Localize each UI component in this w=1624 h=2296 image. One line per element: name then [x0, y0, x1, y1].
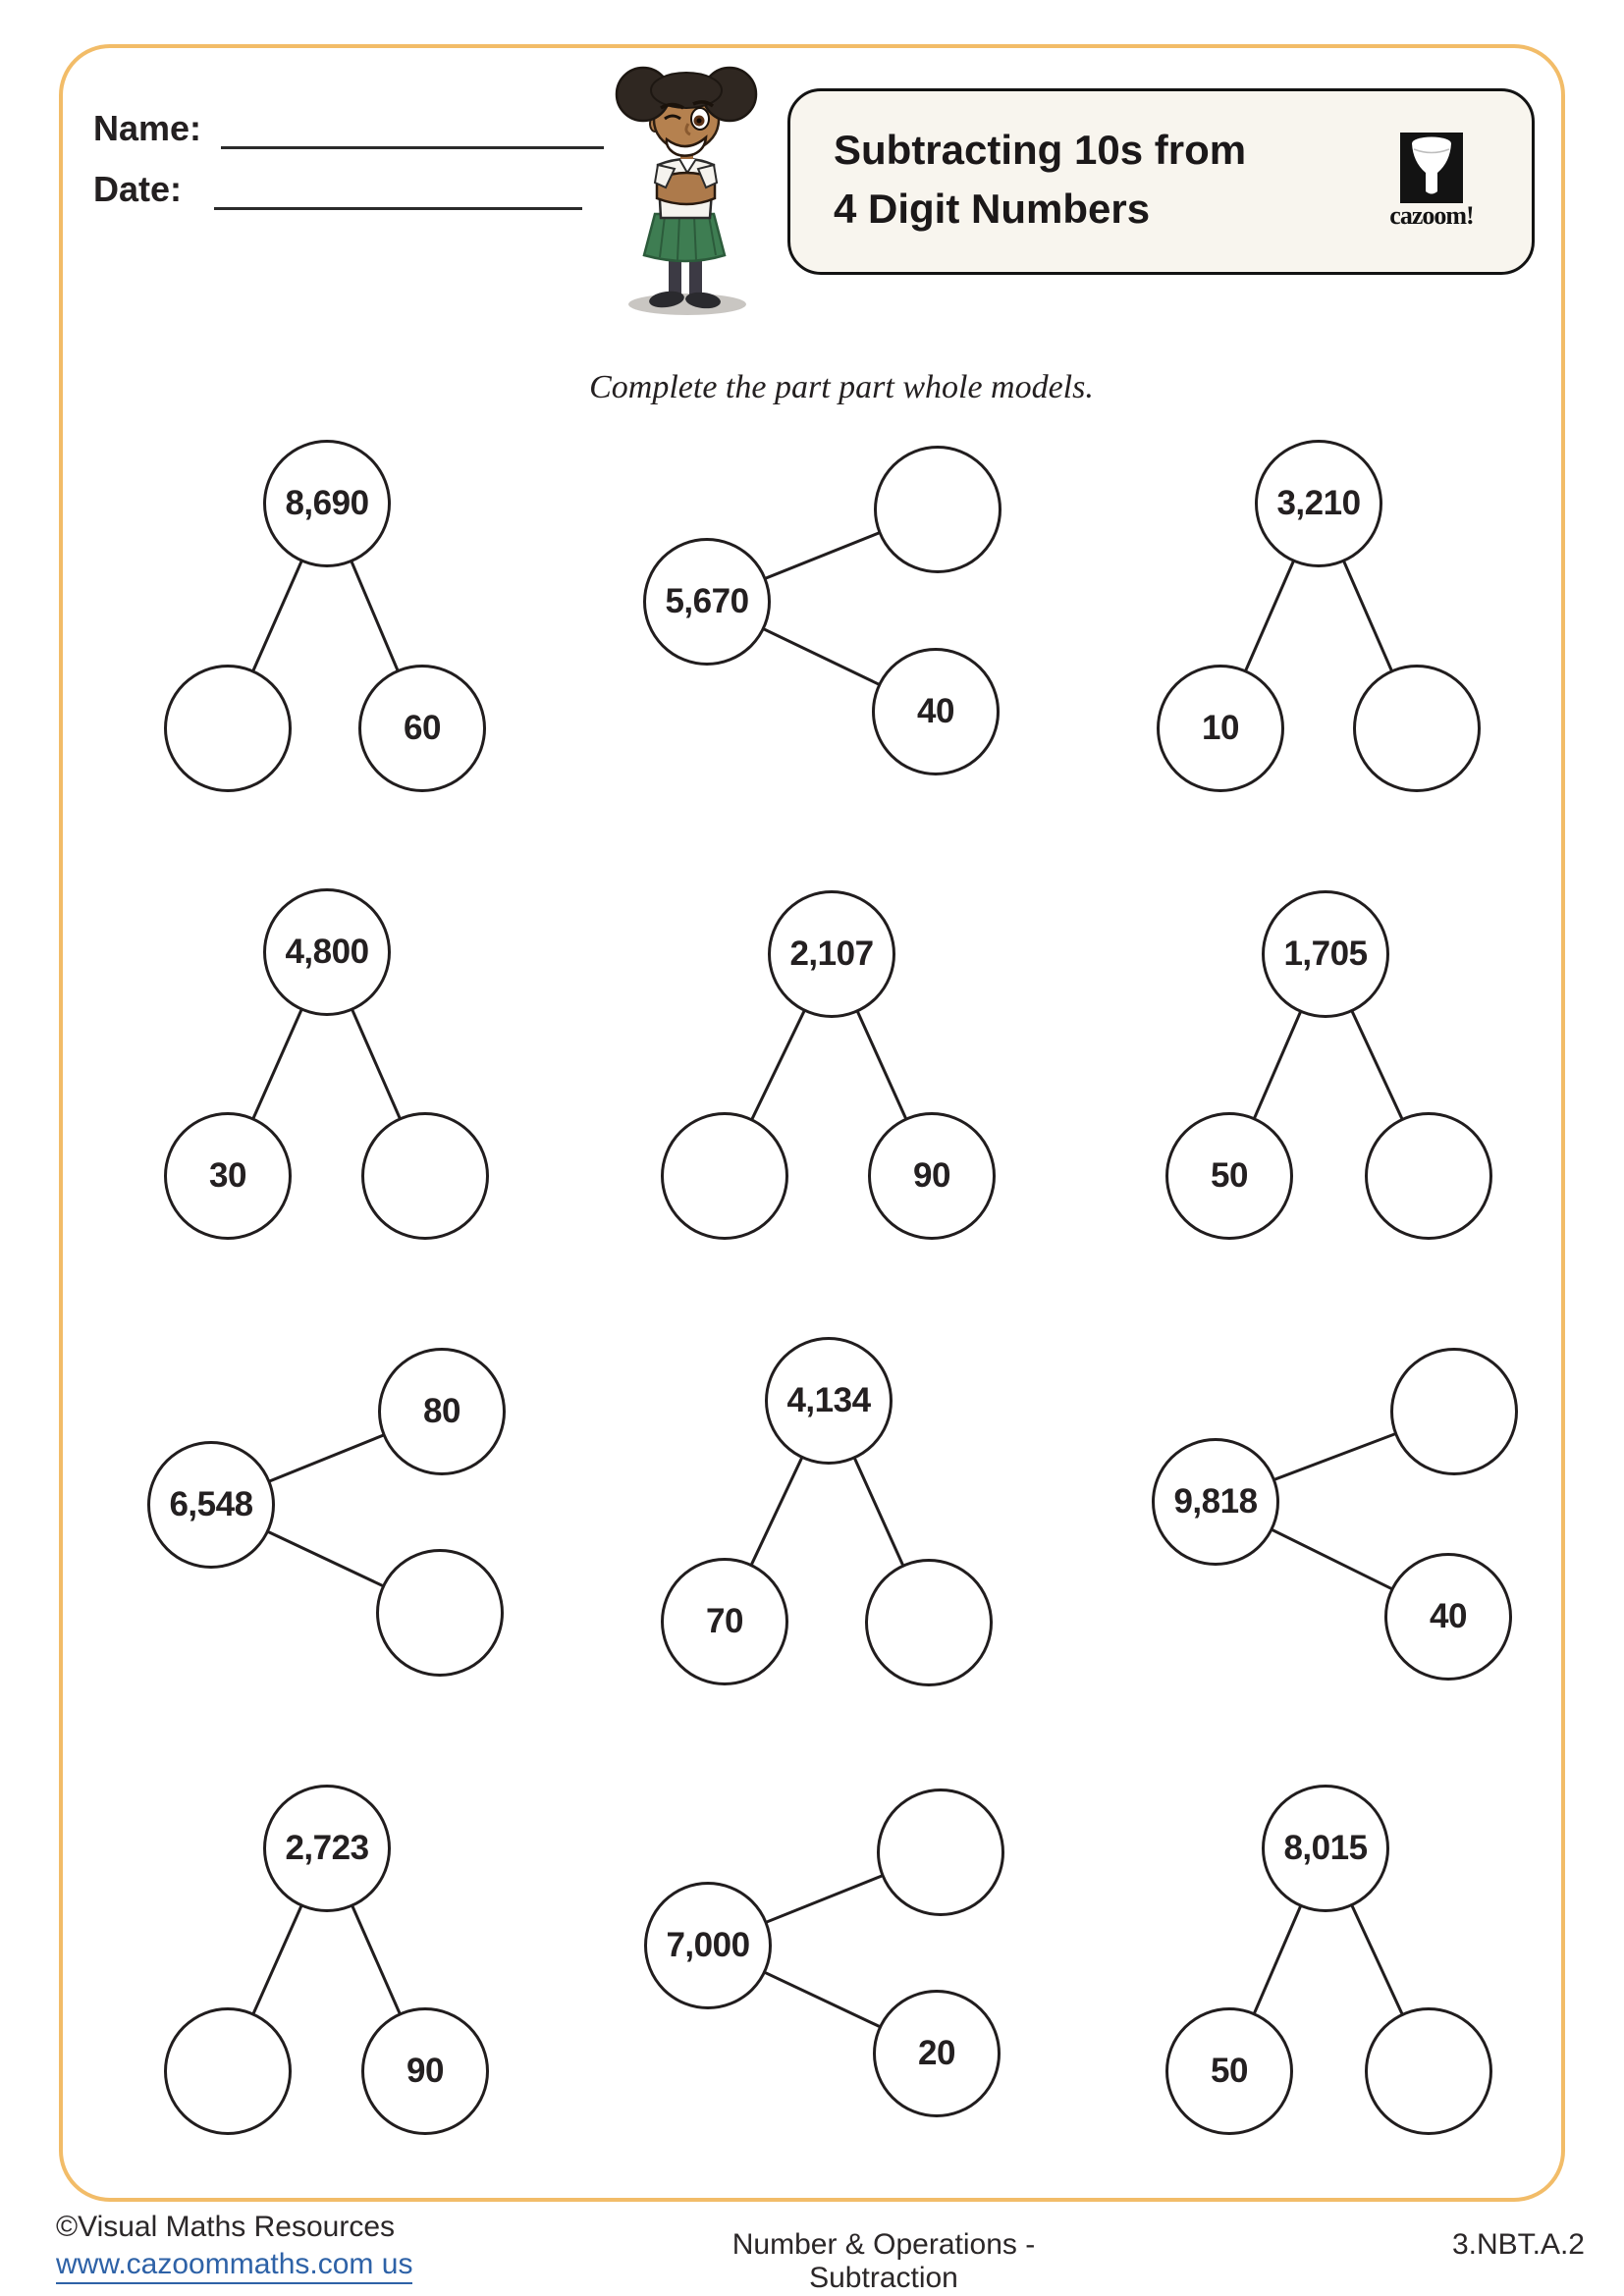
model-12-part-circle: 50: [1165, 2007, 1293, 2135]
name-label: Name:: [93, 108, 202, 148]
model-4-part-circle: 30: [164, 1112, 292, 1240]
model-6-answer-circle[interactable]: [1365, 1112, 1492, 1240]
model-2-part-circle: 40: [872, 648, 1000, 775]
model-5-part-circle: 90: [868, 1112, 996, 1240]
drum-icon: [1400, 133, 1463, 203]
model-4-answer-circle[interactable]: [361, 1112, 489, 1240]
model-8-part-circle: 70: [661, 1558, 788, 1685]
model-11-part-circle: 20: [873, 1990, 1001, 2117]
website-link[interactable]: www.cazoommaths.com us: [56, 2248, 413, 2284]
title-line-2: 4 Digit Numbers: [834, 186, 1151, 232]
model-11-answer-circle[interactable]: [877, 1789, 1004, 1916]
model-10-answer-circle[interactable]: [164, 2007, 292, 2135]
model-7-part-circle: 80: [378, 1348, 506, 1475]
date-field[interactable]: [214, 174, 583, 210]
model-8-answer-circle[interactable]: [865, 1559, 993, 1686]
page-border: [59, 44, 1565, 2202]
name-field[interactable]: [221, 113, 605, 149]
model-9-whole-circle: 9,818: [1152, 1438, 1279, 1566]
model-7-answer-circle[interactable]: [376, 1549, 504, 1677]
standard-code: 3.NBT.A.2: [1451, 2228, 1585, 2261]
footer-topic: Number & Operations - Subtraction: [731, 2228, 1036, 2294]
cazoom-logo-text: cazoom!: [1389, 201, 1474, 230]
model-12-whole-circle: 8,015: [1262, 1785, 1389, 1912]
model-12-answer-circle[interactable]: [1365, 2007, 1492, 2135]
model-9-answer-circle[interactable]: [1390, 1348, 1518, 1475]
model-10-whole-circle: 2,723: [263, 1785, 391, 1912]
model-10-part-circle: 90: [361, 2007, 489, 2135]
model-1-answer-circle[interactable]: [164, 665, 292, 792]
model-2-whole-circle: 5,670: [643, 538, 771, 666]
cazoom-logo: cazoom!: [1373, 133, 1490, 231]
model-5-answer-circle[interactable]: [661, 1112, 788, 1240]
model-3-whole-circle: 3,210: [1255, 440, 1382, 567]
model-6-part-circle: 50: [1165, 1112, 1293, 1240]
worksheet-title: Subtracting 10s from 4 Digit Numbers: [834, 121, 1246, 239]
title-box: Subtracting 10s from 4 Digit Numbers caz…: [787, 88, 1535, 275]
model-8-whole-circle: 4,134: [765, 1337, 893, 1465]
model-1-part-circle: 60: [358, 665, 486, 792]
model-3-answer-circle[interactable]: [1353, 665, 1481, 792]
copyright-text: ©Visual Maths Resources: [56, 2211, 396, 2243]
model-2-answer-circle[interactable]: [874, 446, 1001, 573]
model-11-whole-circle: 7,000: [644, 1882, 772, 2009]
model-3-part-circle: 10: [1157, 665, 1284, 792]
student-character-illustration: [615, 66, 758, 315]
model-6-whole-circle: 1,705: [1262, 890, 1389, 1018]
title-line-1: Subtracting 10s from: [834, 127, 1247, 173]
date-label: Date:: [93, 169, 183, 209]
instruction-text: Complete the part part whole models.: [589, 369, 1094, 405]
model-4-whole-circle: 4,800: [263, 888, 391, 1016]
model-1-whole-circle: 8,690: [263, 440, 391, 567]
model-7-whole-circle: 6,548: [147, 1441, 275, 1569]
model-5-whole-circle: 2,107: [768, 890, 895, 1018]
model-9-part-circle: 40: [1384, 1553, 1512, 1681]
